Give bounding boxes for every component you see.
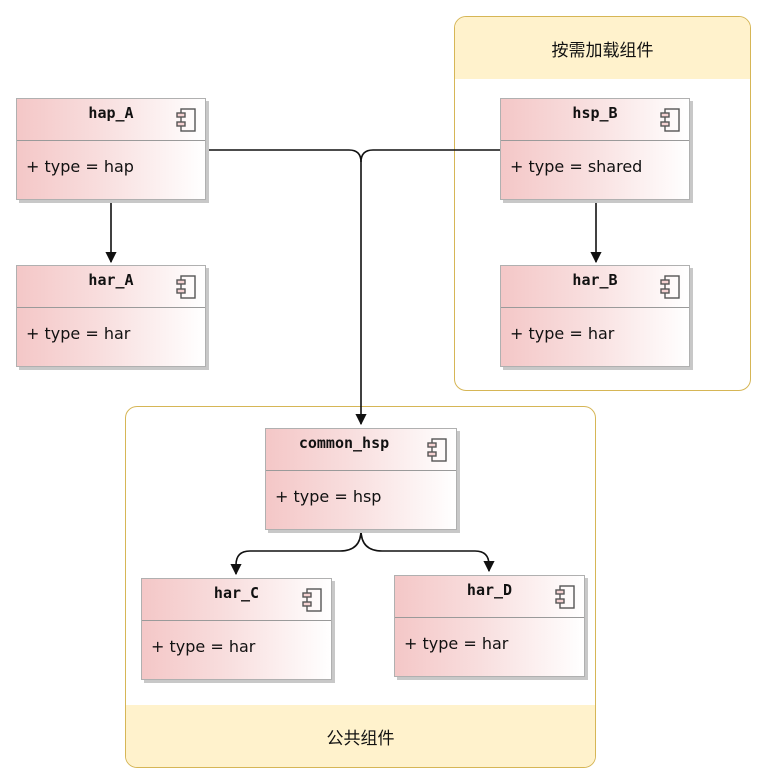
component-header: har_C [142, 579, 331, 621]
uml-component-icon [660, 275, 680, 299]
uml-component-icon [555, 585, 575, 609]
component-header: hap_A [17, 99, 205, 141]
component-har-c: har_C + type = har [141, 578, 332, 680]
component-hap-a: hap_A + type = hap [16, 98, 206, 200]
edge-common-hsp-to-har-d [360, 529, 495, 573]
edge-hsp-b-to-common-hsp [360, 149, 501, 163]
edge-hap-a-to-common-hsp [207, 149, 367, 426]
edge-common-hsp-to-har-c [230, 529, 362, 576]
component-name: har_D [466, 581, 513, 599]
component-attribute: + type = har [26, 324, 131, 343]
uml-component-icon [660, 108, 680, 132]
uml-component-icon [176, 108, 196, 132]
component-attribute: + type = hap [26, 157, 134, 176]
component-name: har_A [88, 271, 134, 289]
component-attribute: + type = har [151, 637, 256, 656]
component-name: har_B [572, 271, 618, 289]
component-attribute: + type = har [404, 634, 509, 653]
on-demand-group-label: 按需加载组件 [455, 17, 750, 79]
component-name: common_hsp [298, 434, 390, 452]
component-header: har_A [17, 266, 205, 308]
component-har-b: har_B + type = har [500, 265, 690, 367]
component-har-a: har_A + type = har [16, 265, 206, 367]
uml-component-icon [176, 275, 196, 299]
component-attribute: + type = har [510, 324, 615, 343]
component-header: hsp_B [501, 99, 689, 141]
component-header: har_B [501, 266, 689, 308]
component-header: har_D [395, 576, 584, 618]
component-hsp-b: hsp_B + type = shared [500, 98, 690, 200]
component-name: har_C [213, 584, 260, 602]
component-name: hap_A [88, 104, 134, 122]
uml-component-icon [302, 588, 322, 612]
component-har-d: har_D + type = har [394, 575, 585, 677]
uml-component-icon [427, 438, 447, 462]
component-attribute: + type = hsp [275, 487, 382, 506]
component-attribute: + type = shared [510, 157, 643, 176]
common-group-label: 公共组件 [126, 705, 595, 767]
component-header: common_hsp [266, 429, 456, 471]
component-name: hsp_B [572, 104, 618, 122]
component-common-hsp: common_hsp + type = hsp [265, 428, 457, 530]
